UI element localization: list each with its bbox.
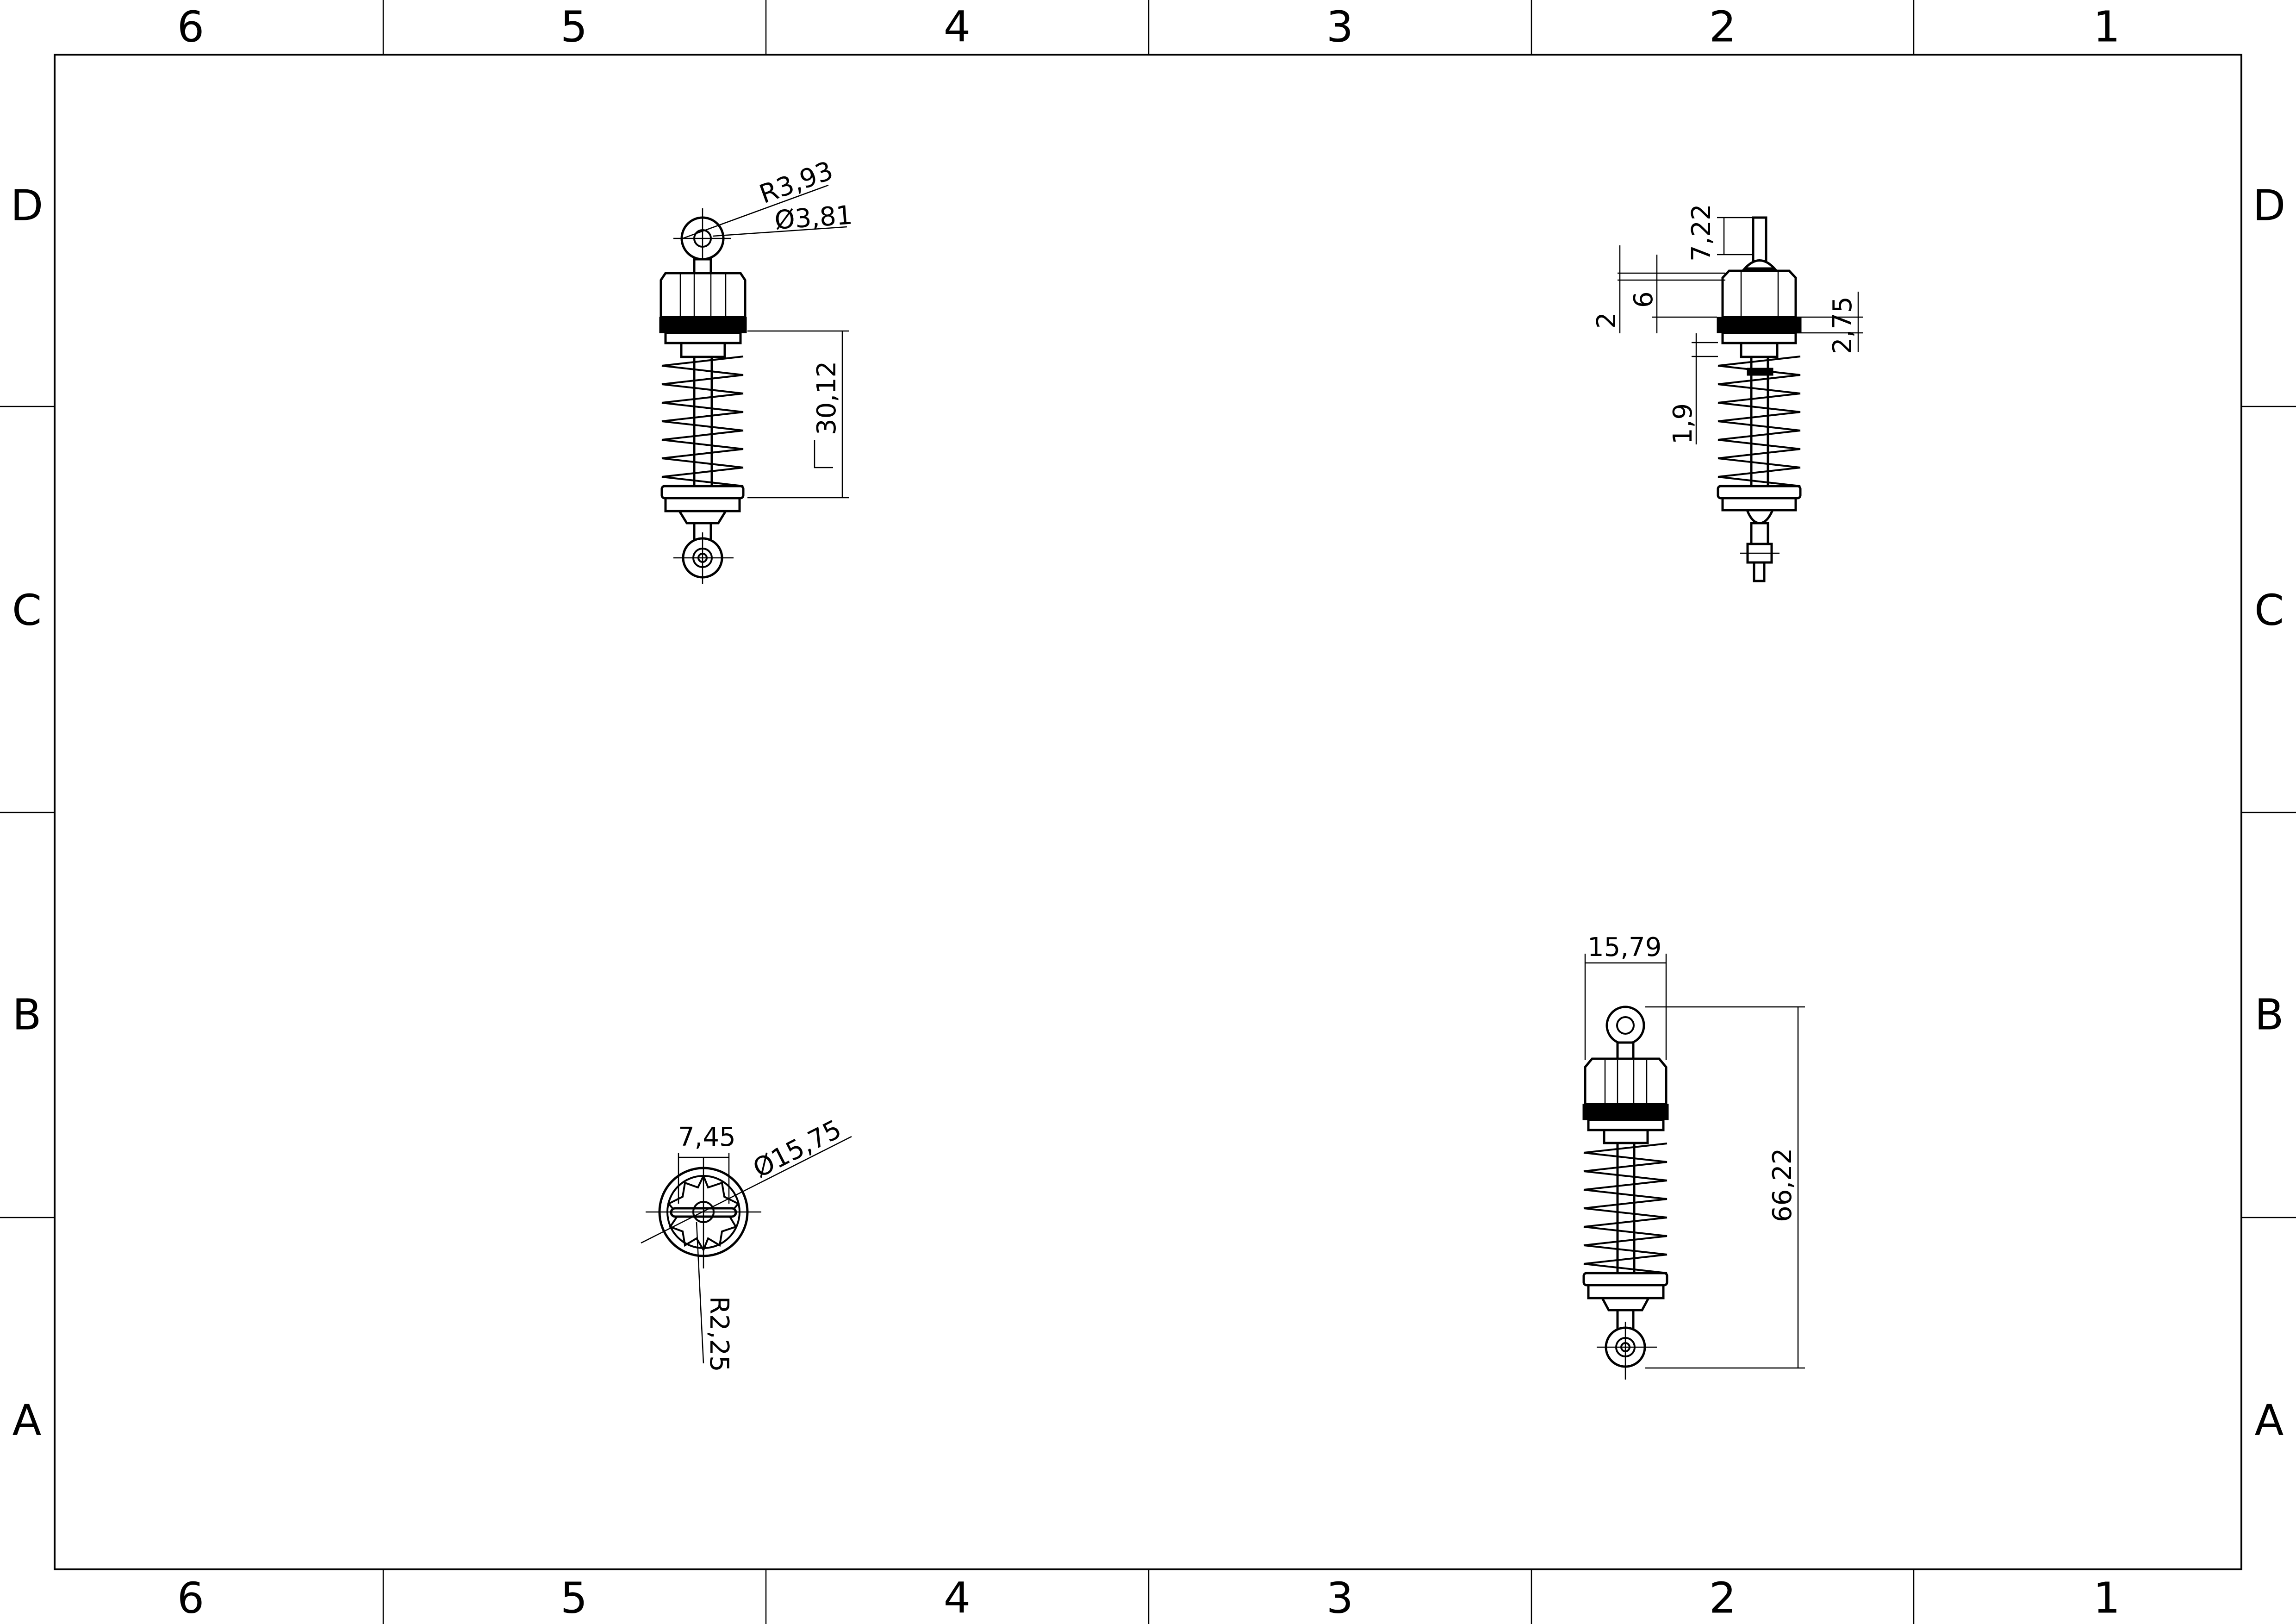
dim-side-cap-height: 6 xyxy=(1629,291,1659,308)
dim-iso-length: 66,22 xyxy=(1767,1148,1798,1222)
dim-side-top-pin: 7,22 xyxy=(1686,204,1717,262)
col-label-bottom-1: 1 xyxy=(2093,1574,2121,1623)
col-label-bottom-2: 2 xyxy=(1709,1574,1736,1623)
row-label-left-C: C xyxy=(12,586,42,635)
dim-side-gap: 1,9 xyxy=(1668,403,1698,444)
col-label-top-3: 3 xyxy=(1326,2,1354,52)
col-label-top-2: 2 xyxy=(1709,2,1736,52)
row-ticks xyxy=(0,406,2296,1218)
col-label-top-6: 6 xyxy=(177,2,205,52)
col-label-bottom-3: 3 xyxy=(1326,1574,1354,1623)
dim-side-cap-small: 2 xyxy=(1592,312,1622,329)
col-label-top-4: 4 xyxy=(944,2,971,52)
side-view-shock xyxy=(1717,216,1802,582)
dim-side-collar: 2,75 xyxy=(1828,296,1858,354)
row-label-right-C: C xyxy=(2254,586,2284,635)
row-label-left-B: B xyxy=(12,990,41,1040)
side-view-dimensions xyxy=(1618,217,1863,444)
dim-iso-width: 15,79 xyxy=(1587,932,1661,962)
col-label-bottom-4: 4 xyxy=(944,1574,971,1623)
drawing-frame xyxy=(54,54,2242,1570)
front-view-dimensions xyxy=(682,184,849,499)
col-label-bottom-5: 5 xyxy=(560,1574,588,1623)
dim-top-slot: 7,45 xyxy=(678,1122,736,1152)
row-label-right-A: A xyxy=(2255,1396,2284,1445)
dim-front-spring-length: 30,12 xyxy=(812,361,842,435)
row-label-right-B: B xyxy=(2254,990,2284,1040)
dim-top-diameter: Ø15,75 xyxy=(748,1114,846,1184)
top-view-dimensions xyxy=(641,1136,852,1364)
dim-top-radius: R2,25 xyxy=(704,1296,734,1372)
col-label-top-5: 5 xyxy=(560,2,588,52)
top-view-shock xyxy=(646,1157,761,1268)
row-label-left-A: A xyxy=(12,1396,42,1445)
iso-view-shock xyxy=(1582,1006,1669,1380)
column-ticks xyxy=(382,0,1915,1624)
col-label-top-1: 1 xyxy=(2093,2,2121,52)
row-label-right-D: D xyxy=(2253,181,2286,231)
row-label-left-D: D xyxy=(11,181,44,231)
col-label-bottom-6: 6 xyxy=(177,1574,205,1623)
iso-view-dimensions xyxy=(1584,954,1805,1369)
dim-front-diameter: Ø3,81 xyxy=(773,200,853,236)
front-view-shock xyxy=(659,208,747,584)
